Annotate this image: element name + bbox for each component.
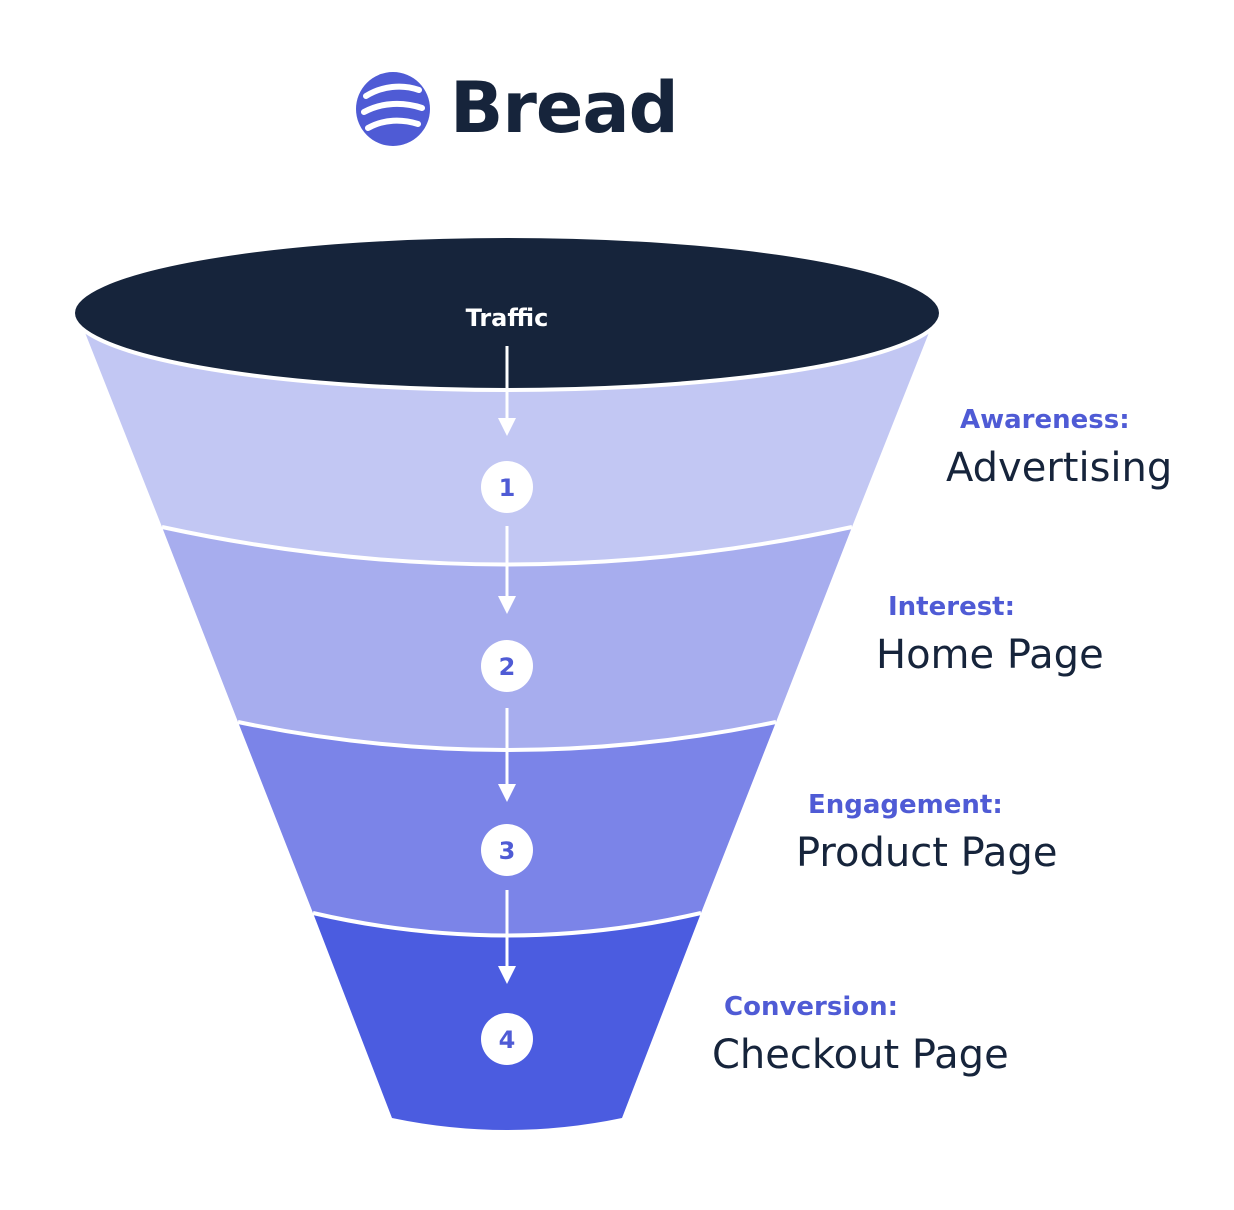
stage-name: Home Page [876,632,1104,678]
stage-name: Advertising [946,445,1173,491]
stage-name: Checkout Page [712,1032,1009,1078]
flow-arrowhead [498,966,516,984]
flow-arrowhead [498,784,516,802]
traffic-label: Traffic [466,304,549,332]
step-2-circle [481,640,533,692]
stage-label-interest: Interest: Home Page [876,591,1104,681]
step-4-circle [481,1013,533,1065]
step-1-circle [481,461,533,513]
brand-name: Bread [450,67,679,149]
bread-logo-icon [356,72,430,146]
step-4-number: 4 [499,1026,516,1054]
stage-label-conversion: Conversion: Checkout Page [712,991,1009,1081]
funnel-segment-2 [162,527,852,750]
stage-category: Conversion: [724,992,899,1022]
stage-name: Product Page [796,830,1058,876]
stage-category: Awareness: [960,405,1130,435]
step-3-number: 3 [499,837,516,865]
stage-label-engagement: Engagement: Product Page [796,789,1057,879]
stage-label-awareness: Awareness: Advertising [946,404,1172,494]
flow-arrowhead [498,596,516,614]
step-3-circle [481,824,533,876]
stage-category: Engagement: [808,790,1003,820]
step-1-number: 1 [499,474,516,502]
step-2-number: 2 [499,653,516,681]
flow-arrowhead [498,418,516,436]
stage-category: Interest: [888,592,1016,622]
funnel-segment-1 [84,330,930,565]
